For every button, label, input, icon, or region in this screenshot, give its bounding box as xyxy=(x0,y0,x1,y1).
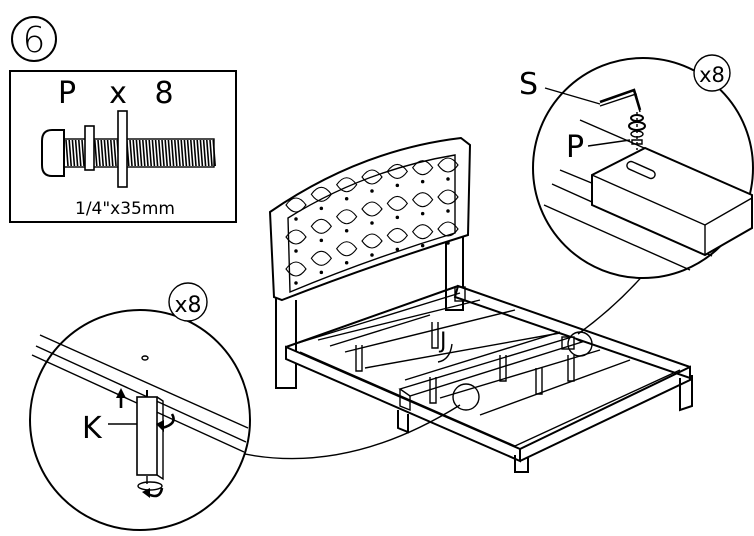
bed-frame: J xyxy=(285,284,693,473)
bolt-callout: x8 S P xyxy=(519,54,754,279)
leg-callout-connector xyxy=(226,404,461,460)
leg-quantity: x8 xyxy=(174,293,201,318)
frame-part-label: J xyxy=(438,329,447,354)
leg-part-label: K xyxy=(82,411,103,446)
leg-callout: x8 K xyxy=(29,282,251,531)
rotate-arrow-icon xyxy=(156,413,175,432)
bolt-quantity: x8 xyxy=(699,63,725,87)
bolt-part-label: P xyxy=(566,130,584,165)
up-arrow-icon xyxy=(116,388,126,408)
bolt-quantity-badge: x8 xyxy=(693,54,731,92)
hardware-size: 1/4"x35mm xyxy=(75,199,175,219)
step-number: 6 xyxy=(23,20,46,61)
hardware-multiplier: x xyxy=(109,76,127,111)
bolt-icon xyxy=(41,110,216,188)
hardware-part-letter: P xyxy=(58,76,76,111)
rotate-arrow-icon xyxy=(142,487,164,498)
leg-quantity-badge: x8 xyxy=(168,282,208,322)
step-badge: 6 xyxy=(11,16,57,62)
hex-key-icon xyxy=(599,88,642,113)
hardware-box: P x 8 1/4"x35mm xyxy=(9,70,237,223)
hardware-quantity: 8 xyxy=(154,76,173,111)
bolt-washer-icon xyxy=(628,112,646,150)
tool-label: S xyxy=(519,67,538,102)
